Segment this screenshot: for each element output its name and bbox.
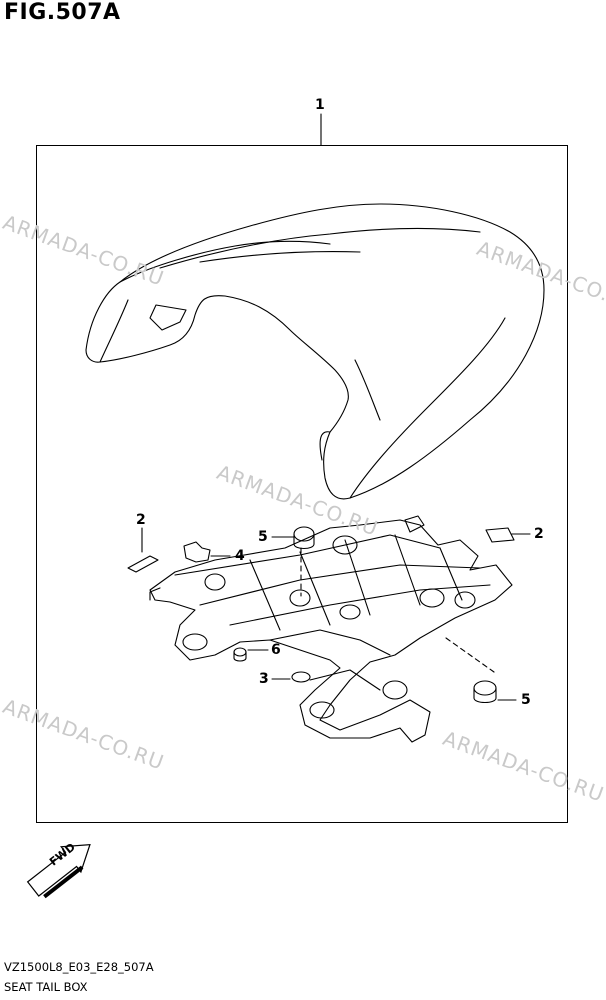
screw [233, 647, 247, 662]
cushion-lower [473, 680, 497, 704]
washer [291, 671, 311, 683]
diagram-frame [36, 145, 568, 823]
callout-3: 3 [259, 671, 269, 687]
seal-pad-right [485, 527, 515, 543]
figure-code: VZ1500L8_E03_E28_507A [4, 960, 154, 974]
callout-1: 1 [315, 97, 325, 113]
callout-5-lower: 5 [521, 692, 531, 708]
callout-6: 6 [271, 642, 281, 658]
callout-5-upper: 5 [258, 529, 268, 545]
seal-pad-left [127, 555, 159, 573]
fwd-arrow-icon [26, 843, 91, 899]
base-plate [149, 515, 513, 743]
tail-box-cover [85, 203, 545, 500]
callout-2-left: 2 [136, 512, 146, 528]
figure-caption: SEAT TAIL BOX [4, 980, 88, 994]
cushion-upper [293, 526, 315, 550]
clip-nut [183, 541, 211, 563]
callout-4: 4 [235, 548, 245, 564]
callout-2-right: 2 [534, 526, 544, 542]
figure-title: FIG.507A [4, 0, 121, 25]
install-lines [300, 547, 495, 673]
